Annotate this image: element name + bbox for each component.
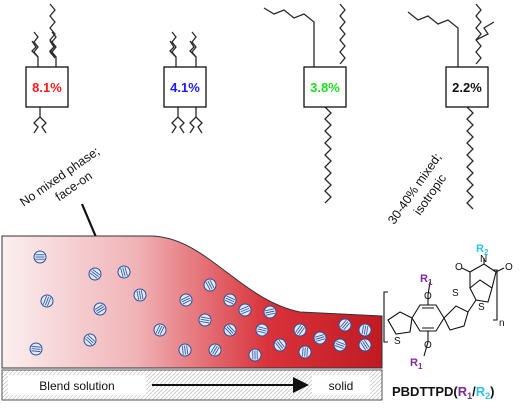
annotation-mixed-isotropic: 30-40% mixed; isotropic	[385, 151, 449, 227]
atom-o-top: O	[424, 291, 432, 302]
domain-disc	[313, 331, 327, 345]
chemical-structure	[383, 258, 505, 357]
domain-disc	[203, 278, 217, 292]
pce-box-1: 8.1%	[25, 66, 69, 108]
side-chain-bottom-b-0	[39, 116, 47, 134]
domain-disc	[298, 345, 312, 359]
side-chain-p3-top-a	[263, 7, 315, 67]
pce-value-3: 3.8%	[310, 80, 340, 95]
r1-bottom-label: R1	[410, 357, 423, 371]
side-chain-top-0	[33, 31, 39, 67]
side-chain-p4-top-a	[407, 11, 459, 67]
side-chain-top-3	[191, 31, 197, 67]
side-chain-p4-top-branch	[475, 21, 495, 41]
domain-disc	[40, 294, 54, 308]
domain-disc	[223, 323, 237, 337]
process-bar: Blend solution solid	[1, 369, 383, 401]
domain-disc	[178, 343, 192, 357]
atom-n: N	[480, 254, 487, 265]
polymer-domains	[29, 250, 372, 362]
r2-label: R2	[476, 243, 489, 257]
domain-disc	[117, 265, 131, 279]
pce-value-1: 8.1%	[32, 80, 62, 95]
domain-disc	[88, 267, 102, 281]
domain-disc	[358, 323, 372, 337]
domain-disc	[263, 305, 277, 319]
domain-disc	[358, 338, 372, 352]
pce-box-4: 2.2%	[445, 66, 489, 108]
annotation-no-mixed-phase: No mixed phase; face-on	[17, 144, 102, 209]
atom-s-tpd: S	[478, 302, 485, 313]
domain-disc	[273, 338, 287, 352]
domain-disc	[223, 293, 237, 307]
side-chain-bottom-1	[171, 107, 179, 134]
atom-o-bottom: O	[424, 340, 432, 351]
right-bracket	[493, 269, 498, 321]
atom-o-right-carbonyl: O	[505, 262, 513, 273]
side-chain-bottom-0	[33, 107, 41, 134]
side-chain-p4-top-b	[475, 3, 482, 65]
domain-disc	[255, 323, 269, 337]
domain-disc	[33, 250, 47, 264]
r1-top-label: R1	[420, 273, 433, 287]
domain-disc	[83, 333, 97, 347]
domain-disc	[198, 313, 212, 327]
atom-o-left-carbonyl: O	[455, 262, 463, 273]
domain-disc	[333, 338, 347, 352]
atom-s-right: S	[452, 288, 459, 299]
polymer-subscript-n: n	[499, 318, 505, 329]
domain-disc	[179, 293, 193, 307]
domain-disc	[29, 342, 43, 356]
pce-box-3: 3.8%	[303, 66, 347, 108]
side-chain-long-top-1	[49, 3, 56, 59]
pce-value-2: 4.1%	[170, 80, 200, 95]
left-bracket	[383, 291, 388, 343]
domain-disc	[93, 302, 107, 316]
structure-labels: O O S S S O O N n R1 R1 R2 PBDTTPD(R1/R2…	[392, 243, 513, 401]
pce-value-4: 2.2%	[452, 80, 482, 95]
domain-disc	[248, 348, 262, 362]
solid-label: solid	[329, 379, 354, 393]
polymer-name: PBDTTPD(R1/R2)	[392, 384, 495, 401]
pce-box-2: 4.1%	[163, 66, 207, 108]
side-chain-p3-top-b	[339, 3, 346, 65]
blend-solution-label: Blend solution	[39, 379, 114, 393]
side-chain-branch-0	[31, 40, 39, 58]
domain-disc	[133, 288, 147, 302]
polymer-schematics	[31, 3, 495, 210]
side-chain-top-2	[171, 31, 177, 67]
domain-disc	[153, 323, 167, 337]
side-chain-branch-2	[169, 40, 177, 58]
side-chain-branch-3	[189, 40, 197, 58]
side-chain-p3-bottom	[324, 106, 332, 204]
domain-disc	[238, 303, 252, 317]
atom-s-left: S	[394, 336, 401, 347]
side-chain-p4-bottom	[466, 106, 474, 210]
side-chain-bottom-2	[189, 107, 197, 134]
domain-disc	[338, 318, 352, 332]
side-chain-bottom-b-1	[177, 116, 185, 134]
domain-disc	[293, 323, 307, 337]
domain-disc	[208, 343, 222, 357]
side-chain-bottom-b-2	[195, 116, 203, 134]
